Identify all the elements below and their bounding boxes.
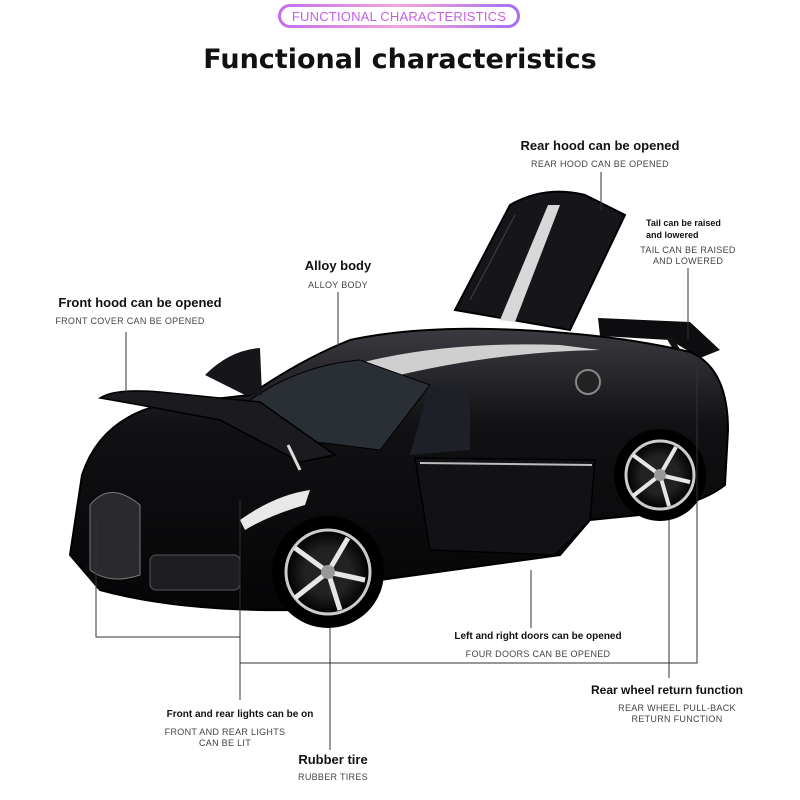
alloy-label: Alloy body bbox=[304, 258, 372, 273]
front-wheel bbox=[272, 516, 384, 628]
open-door bbox=[414, 457, 596, 556]
rear-wheel-sub-line2: RETURN FUNCTION bbox=[631, 714, 723, 724]
tail-sub-line2: AND LOWERED bbox=[652, 256, 724, 266]
headlight bbox=[240, 490, 310, 530]
lights-sub-line1: FRONT AND REAR LIGHTS bbox=[164, 727, 286, 737]
page-title: Functional characteristics bbox=[203, 44, 597, 75]
header-badge: FUNCTIONAL CHARACTERISTICS bbox=[278, 4, 520, 28]
header-badge-label: FUNCTIONAL CHARACTERISTICS bbox=[281, 7, 517, 25]
rear-hood-sub: REAR HOOD CAN BE OPENED bbox=[531, 159, 669, 169]
tire-label: Rubber tire bbox=[298, 752, 368, 767]
rear-wheel-sub-line1: REAR WHEEL PULL-BACK bbox=[618, 703, 736, 713]
doors-label: Left and right doors can be opened bbox=[454, 631, 622, 642]
side-emblem bbox=[575, 369, 601, 395]
front-hood-label: Front hood can be opened bbox=[58, 295, 222, 310]
rear-wheel bbox=[614, 429, 706, 521]
tail-sub-line1: TAIL CAN BE RAISED bbox=[640, 245, 736, 255]
alloy-sub: ALLOY BODY bbox=[308, 280, 368, 290]
front-hood-panel bbox=[98, 390, 337, 463]
rear-hood-label: Rear hood can be opened bbox=[520, 138, 680, 153]
leader-lines bbox=[95, 172, 698, 750]
side-mirror bbox=[205, 348, 262, 395]
lights-label: Front and rear lights can be on bbox=[166, 709, 314, 720]
lights-sub-line2: CAN BE LIT bbox=[198, 738, 251, 748]
rear-hood-panel bbox=[453, 190, 627, 332]
front-hood-sub: FRONT COVER CAN BE OPENED bbox=[55, 316, 205, 326]
front-grille bbox=[89, 492, 141, 580]
tire-sub: RUBBER TIRES bbox=[298, 772, 368, 782]
tail-label-line2: and lowered bbox=[646, 230, 699, 240]
rear-wheel-label: Rear wheel return function bbox=[590, 683, 744, 697]
tail-label-line1: Tail can be raised bbox=[646, 218, 721, 228]
doors-sub: FOUR DOORS CAN BE OPENED bbox=[465, 649, 611, 659]
